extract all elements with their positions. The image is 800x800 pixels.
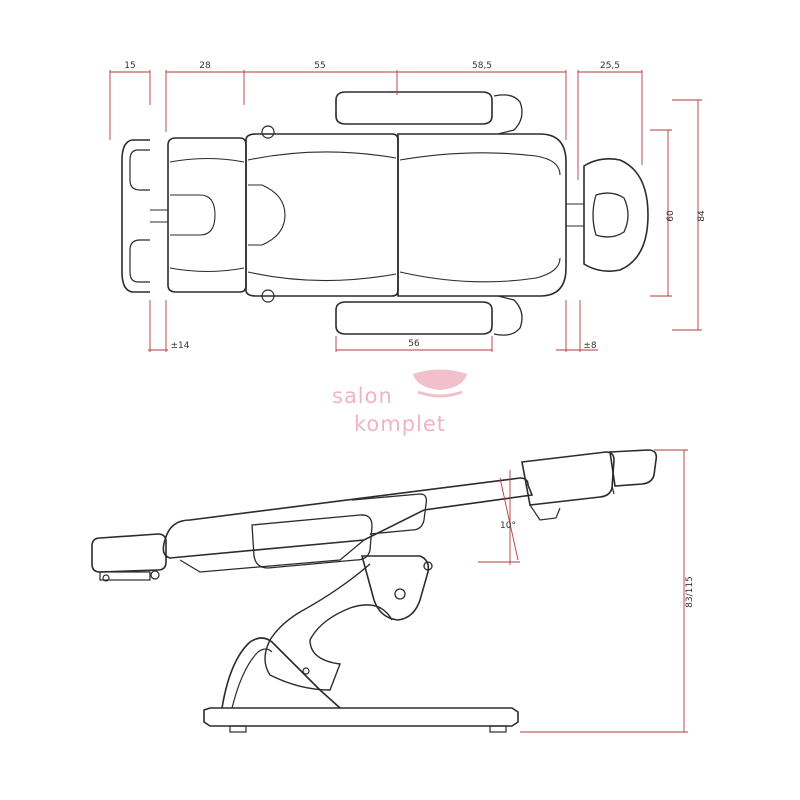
dim-top-5: 25,5: [600, 61, 620, 71]
top-view: [121, 91, 649, 336]
dim-top-1: 15: [124, 61, 135, 71]
side-legrest: [91, 533, 167, 582]
brand-logo: salon komplet: [332, 369, 467, 436]
side-headrest: [609, 449, 658, 495]
top-view-dimension-labels: 15 28 55 58,5 25,5 60 84 ±14 56 ±8: [124, 61, 707, 351]
dim-right-inner: 60: [666, 210, 676, 222]
head-rest: [566, 158, 649, 272]
dim-top-4: 58,5: [472, 61, 492, 71]
dim-top-3: 55: [314, 61, 325, 71]
seat-section: [245, 125, 399, 303]
brand-line-2: komplet: [354, 412, 446, 436]
armrest-top: [335, 91, 523, 135]
dim-angle: 10°: [500, 521, 516, 531]
brand-line-1: salon: [332, 384, 393, 408]
dim-bottom-left: ±14: [171, 341, 190, 351]
side-base-column: [221, 637, 341, 709]
side-view-dimensions: [478, 449, 688, 733]
side-base-plate: [203, 707, 519, 733]
side-mechanism: [179, 539, 433, 691]
side-seat: [162, 477, 534, 569]
armrest-bottom: [335, 295, 523, 336]
dim-right-outer: 84: [697, 210, 707, 222]
dim-bottom-right: ±8: [583, 341, 597, 351]
side-backrest: [521, 451, 615, 521]
side-view-dimension-labels: 10° 83/115: [500, 521, 695, 608]
leg-section: [167, 137, 247, 293]
dim-height: 83/115: [685, 576, 695, 608]
foot-rest: [121, 139, 150, 293]
dim-bottom-middle: 56: [408, 339, 420, 349]
back-section: [397, 133, 567, 297]
top-view-dimensions: [109, 70, 702, 352]
basin-icon: [413, 369, 467, 390]
side-view: [91, 449, 658, 733]
dim-top-2: 28: [199, 61, 211, 71]
